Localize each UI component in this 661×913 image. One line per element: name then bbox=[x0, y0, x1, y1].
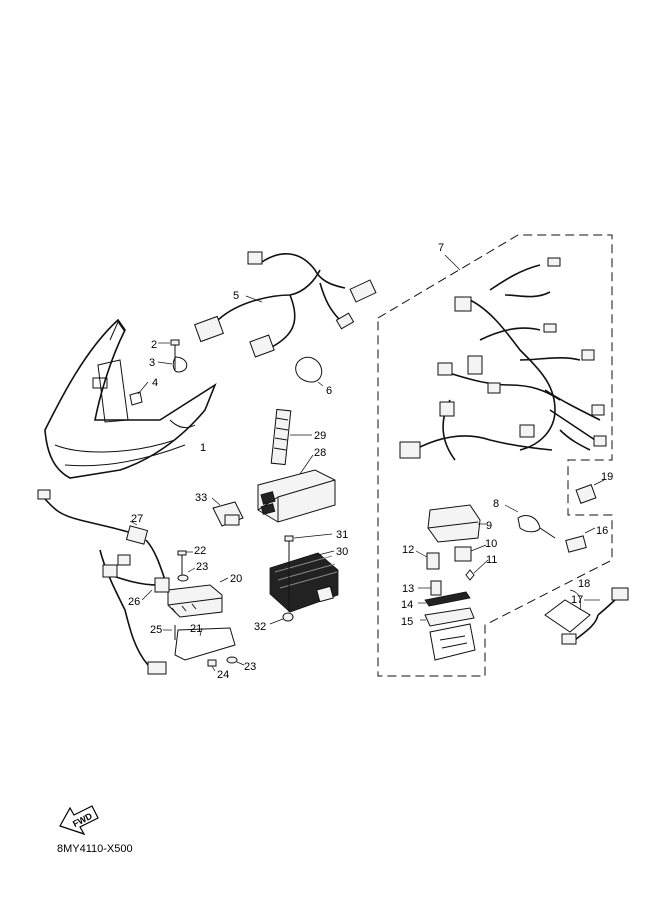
callout-25: 25 bbox=[150, 624, 162, 636]
connector-33-part bbox=[211, 497, 244, 527]
callout-23b: 23 bbox=[244, 661, 256, 673]
callout-15: 15 bbox=[401, 616, 413, 628]
leader-4 bbox=[137, 381, 149, 395]
callout-5: 5 bbox=[233, 290, 239, 302]
collar-23-part bbox=[177, 567, 196, 582]
bracket-part bbox=[174, 627, 236, 661]
connector-19-part bbox=[575, 479, 605, 504]
drawing-code: 8MY4110-X500 bbox=[57, 843, 133, 855]
callout-1: 1 bbox=[200, 442, 206, 454]
band-part bbox=[295, 356, 324, 387]
callout-13: 13 bbox=[402, 583, 414, 595]
callout-6: 6 bbox=[326, 385, 332, 397]
fuse-strip-part bbox=[418, 591, 471, 607]
callout-26: 26 bbox=[128, 596, 140, 608]
callout-18: 18 bbox=[578, 578, 590, 590]
callout-24: 24 bbox=[217, 669, 229, 681]
callout-8: 8 bbox=[493, 498, 499, 510]
cable-bag-part bbox=[544, 587, 629, 645]
callout-19: 19 bbox=[601, 471, 613, 483]
cap-part bbox=[504, 504, 556, 539]
screw-25-part bbox=[163, 625, 176, 640]
fuse-box-part bbox=[420, 607, 476, 661]
ecu-28-part bbox=[257, 454, 336, 523]
callout-9: 9 bbox=[486, 520, 492, 532]
callout-4: 4 bbox=[152, 377, 158, 389]
callout-17: 17 bbox=[571, 594, 583, 606]
collar-23b-part bbox=[226, 656, 245, 666]
nut-24-part bbox=[207, 659, 217, 672]
callout-11: 11 bbox=[486, 554, 497, 566]
callout-31: 31 bbox=[336, 529, 348, 541]
callout-27: 27 bbox=[131, 513, 143, 525]
nut-32-part bbox=[269, 612, 294, 625]
callout-12: 12 bbox=[402, 544, 414, 556]
rectifier-30-part bbox=[269, 550, 339, 613]
callout-32: 32 bbox=[254, 621, 266, 633]
callout-29: 29 bbox=[314, 430, 326, 442]
relay-part bbox=[454, 544, 487, 562]
callout-16: 16 bbox=[596, 525, 608, 537]
callout-3: 3 bbox=[149, 357, 155, 369]
callout-28: 28 bbox=[314, 447, 326, 459]
coupler-part bbox=[565, 527, 596, 553]
screw-part bbox=[158, 339, 180, 370]
callout-20: 20 bbox=[230, 573, 242, 585]
terminal-part bbox=[465, 559, 489, 581]
callout-33: 33 bbox=[195, 492, 207, 504]
callout-2: 2 bbox=[151, 339, 157, 351]
relay-box-part bbox=[427, 504, 486, 543]
callout-14: 14 bbox=[401, 599, 413, 611]
fwd-arrow-icon: FWD bbox=[59, 805, 99, 836]
clip-part bbox=[157, 356, 188, 373]
bolt-31-part bbox=[284, 533, 333, 612]
lead-wire-part bbox=[37, 489, 170, 675]
callout-labels: 1 2 3 4 5 6 7 8 9 10 11 12 13 14 15 16 1… bbox=[128, 242, 613, 681]
callout-23a: 23 bbox=[196, 561, 208, 573]
callout-30: 30 bbox=[336, 546, 348, 558]
relay-12-part bbox=[415, 550, 440, 570]
main-harness-part bbox=[377, 234, 613, 677]
relay-13-part bbox=[418, 580, 442, 596]
callout-10: 10 bbox=[485, 538, 497, 550]
sponge-29-part bbox=[270, 408, 312, 466]
callout-7: 7 bbox=[438, 242, 444, 254]
sub-harness-part bbox=[194, 251, 377, 358]
headlight-cowl-part bbox=[44, 318, 217, 479]
ecu-unit-part bbox=[167, 577, 229, 618]
callout-21: 21 bbox=[190, 623, 202, 635]
callout-22: 22 bbox=[194, 545, 206, 557]
